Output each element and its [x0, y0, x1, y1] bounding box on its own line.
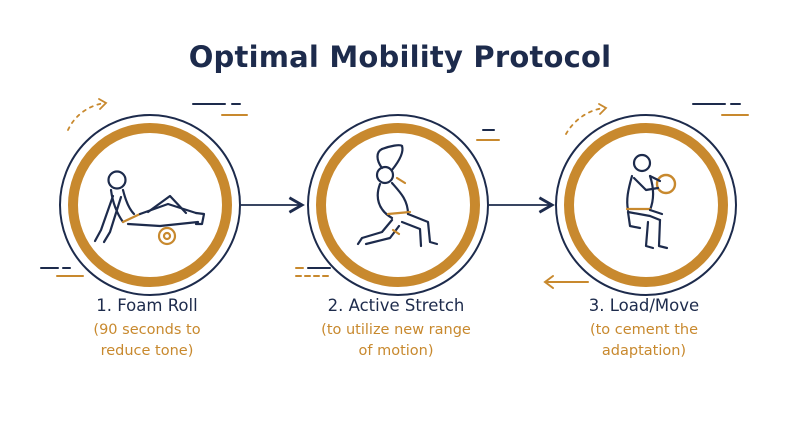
page-title: Optimal Mobility Protocol: [188, 40, 612, 74]
step-1-decoration: [40, 98, 248, 277]
step-3-decoration: [543, 103, 749, 289]
goblet-squat-figure-icon: [625, 153, 677, 250]
step-2-title: 2. Active Stretch: [327, 296, 465, 315]
step-2-subtitle-line-1: (to utilize new range: [321, 322, 471, 338]
foam-roll-figure-icon: [93, 170, 206, 246]
step-1-caption: 1. Foam Roll (90 seconds to reduce tone): [32, 296, 262, 362]
step-1-subtitle-line-2: reduce tone): [100, 343, 194, 359]
step-3-caption: 3. Load/Move (to cement the adaptation): [529, 296, 759, 362]
step-1-title: 1. Foam Roll: [96, 296, 198, 315]
step-2-circle: [307, 114, 489, 296]
step-3-subtitle-line-2: adaptation): [601, 343, 687, 359]
lunge-stretch-figure-icon: [356, 144, 439, 248]
step-3-subtitle-line-1: (to cement the: [589, 322, 699, 338]
step-2-subtitle-line-2: of motion): [358, 343, 434, 359]
step-3-circle: [555, 114, 737, 296]
step-2-decoration: [295, 129, 500, 277]
step-1-subtitle-line-1: (90 seconds to: [93, 322, 201, 338]
step-3-title: 3. Load/Move: [588, 296, 700, 315]
step-2-caption: 2. Active Stretch (to utilize new range …: [281, 296, 511, 362]
step-1-circle: [59, 114, 241, 296]
